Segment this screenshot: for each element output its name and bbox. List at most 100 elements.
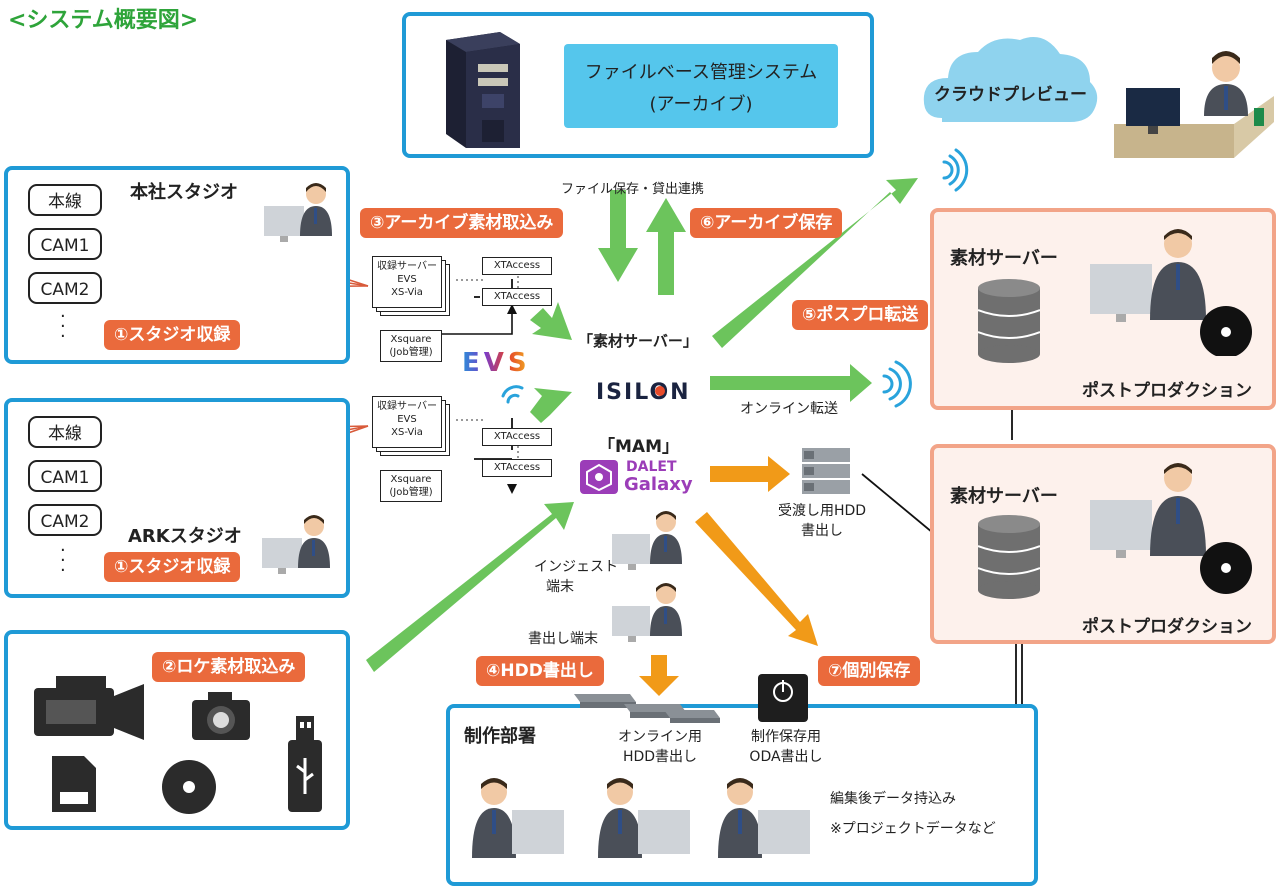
oda-line2: ODA書出し — [749, 749, 823, 765]
archive-system-box: ファイルベース管理システム (アーカイブ) — [402, 12, 874, 158]
online-transfer-label: オンライン転送 — [740, 401, 838, 417]
arrow-evs-lower — [530, 388, 572, 423]
oda-line1: 制作保存用 — [751, 729, 821, 745]
post1-caption: ポストプロダクション — [1082, 381, 1252, 401]
isilon-logo: ISILON — [596, 380, 691, 405]
online-hdd-line1: オンライン用 — [618, 729, 702, 745]
project-data-note: ※プロジェクトデータなど — [830, 821, 996, 837]
xsquare-upper-link — [442, 312, 513, 335]
post1-storage-icon — [978, 279, 1040, 363]
sd-card-icon — [52, 756, 96, 812]
photo-camera-icon — [192, 692, 250, 740]
cloud-operator-icon — [1114, 51, 1274, 158]
tag-hdd-write: ④HDD書出し — [476, 656, 604, 686]
wifi-icons — [501, 148, 969, 408]
studio-hq-source-main: 本線 — [28, 184, 102, 216]
dalet-line1: DALET — [626, 459, 677, 475]
xsquare-lower-line2: (Job管理) — [389, 487, 433, 498]
studio-hq-operator-icon — [264, 183, 332, 242]
archive-label-panel: ファイルベース管理システム (アーカイブ) — [564, 44, 838, 128]
ingest-terminal-icon — [612, 511, 682, 570]
post2-caption: ポストプロダクション — [1082, 617, 1252, 637]
ingest-terminal-line1: インジェスト — [534, 559, 618, 575]
evs-logo-text: EVS — [462, 348, 531, 378]
evs-upper-rec-line2: EVS — [397, 274, 417, 285]
online-hdd-label: オンライン用 HDD書出し — [600, 726, 720, 766]
production-operator-1-icon — [472, 778, 564, 858]
isilon-dot-icon — [655, 386, 665, 396]
production-operator-3-icon — [718, 778, 810, 858]
arrow-online — [710, 364, 872, 402]
xtaccess-upper-2: XTAccess — [482, 288, 552, 306]
xsquare-lower: Xsquare (Job管理) — [380, 470, 442, 502]
page-title: <システム概要図> — [8, 8, 199, 33]
post2-operator-icon — [1090, 463, 1252, 594]
tag-pospro: ⑤ポスプロ転送 — [792, 300, 929, 330]
xsquare-upper-line1: Xsquare — [390, 334, 432, 345]
handoff-hdd-label: 受渡し用HDD 書出し — [772, 500, 872, 540]
studio-hq-more-dots: ··· — [60, 306, 66, 347]
production-title: 制作部署 — [464, 726, 536, 747]
material-server-label: 「素材サーバー」 — [578, 332, 698, 350]
export-terminal-label: 書出し端末 — [528, 631, 598, 647]
evs-lower-rec-line1: 収録サーバー — [377, 401, 437, 412]
studio-hq-title: 本社スタジオ — [130, 182, 238, 203]
online-hdd-line2: HDD書出し — [622, 749, 698, 765]
post2-storage-icon — [978, 515, 1040, 599]
file-link-label: ファイル保存・貸出連携 — [561, 182, 705, 197]
arrow-individual — [695, 512, 818, 646]
tag-individual: ⑦個別保存 — [818, 656, 921, 686]
tag-studio-rec-ark: ①スタジオ収録 — [104, 552, 241, 582]
oda-drive-icon — [758, 674, 808, 722]
post1-title: 素材サーバー — [950, 248, 1058, 269]
evs-logo: EVS — [462, 348, 531, 378]
archive-line2: (アーカイブ) — [649, 94, 753, 115]
studio-hq-source-cam2: CAM2 — [28, 272, 102, 304]
tag-location: ②ロケ素材取込み — [152, 652, 306, 682]
arrow-hdd-write — [639, 655, 679, 696]
xtaccess-lower-2: XTAccess — [482, 459, 552, 477]
bring-in-label: 編集後データ持込み — [830, 791, 956, 807]
studio-hq-source-cam1: CAM1 — [28, 228, 102, 260]
dotted-lines — [456, 276, 519, 462]
evs-rec-server-lower: 収録サーバー EVS XS-Via — [372, 396, 450, 456]
orange-arrows — [639, 456, 818, 696]
studio-ark-title: ARKスタジオ — [128, 526, 242, 547]
cloud-preview-label: クラウドプレビュー — [934, 85, 1087, 105]
studio-ark-source-main: 本線 — [28, 416, 102, 448]
arrow-hdd-handoff — [710, 456, 790, 492]
evs-lower-rec-line3: XS-Via — [391, 427, 423, 438]
handoff-hdd-line1: 受渡し用HDD — [777, 503, 867, 519]
evs-upper-rec-line3: XS-Via — [391, 287, 423, 298]
arrow-up-archive — [646, 198, 686, 295]
video-camera-icon — [34, 676, 144, 740]
oda-label: 制作保存用 ODA書出し — [730, 726, 842, 766]
production-operator-2-icon — [598, 778, 690, 858]
studio-ark-operator-icon — [262, 515, 330, 574]
arrow-evs-upper — [530, 302, 572, 340]
mam-label: 「MAM」 — [598, 437, 679, 457]
arrow-down-archive — [598, 190, 638, 282]
tag-archive-ingest: ③アーカイブ素材取込み — [360, 208, 564, 238]
xsquare-upper-line2: (Job管理) — [389, 347, 433, 358]
studio-ark-source-cam2: CAM2 — [28, 504, 102, 536]
xsquare-lower-line1: Xsquare — [390, 474, 432, 485]
post1-operator-icon — [1090, 229, 1252, 356]
xsquare-upper: Xsquare (Job管理) — [380, 330, 442, 362]
archive-line1: ファイルベース管理システム — [584, 62, 818, 83]
evs-upper-rec-line1: 収録サーバー — [377, 261, 437, 272]
ingest-terminal-line2: 端末 — [546, 579, 574, 595]
arrow-to-cloud — [712, 178, 918, 348]
studio-ark-more-dots: ··· — [60, 540, 66, 581]
tag-studio-rec-hq: ①スタジオ収録 — [104, 320, 241, 350]
disc-icon — [162, 760, 216, 814]
online-hdd-icon — [574, 694, 720, 723]
xtaccess-lower-1: XTAccess — [482, 428, 552, 446]
usb-stick-icon — [288, 716, 322, 812]
ingest-terminal-label: インジェスト 端末 — [534, 556, 618, 596]
handoff-hdd-line2: 書出し — [801, 523, 843, 539]
green-arrows — [366, 178, 918, 672]
studio-ark-source-cam1: CAM1 — [28, 460, 102, 492]
dalet-line2: Galaxy — [624, 474, 693, 495]
post2-title: 素材サーバー — [950, 486, 1058, 507]
